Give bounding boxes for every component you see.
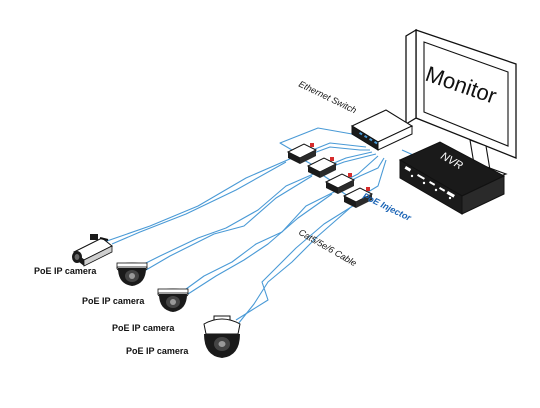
dome-camera-icon bbox=[157, 288, 189, 312]
cable-camera-4-b bbox=[237, 207, 351, 325]
cable-camera-1 bbox=[103, 157, 293, 243]
cables bbox=[103, 127, 431, 325]
ptz-dome-camera-icon bbox=[203, 315, 241, 358]
ethernet-switch-label: Ethernet Switch bbox=[297, 79, 358, 116]
poe-injector-label: PoE Injector bbox=[361, 191, 413, 223]
poe-injector-icon bbox=[324, 173, 356, 194]
ethernet-switch-icon bbox=[350, 109, 414, 151]
cable-camera-2 bbox=[139, 171, 319, 267]
camera-1-label: PoE IP camera bbox=[34, 266, 97, 276]
poe-injector-icon bbox=[342, 187, 374, 208]
cable-camera-2-b bbox=[145, 175, 313, 271]
dome-camera-icon bbox=[116, 262, 148, 286]
nvr-recorder-icon bbox=[398, 141, 506, 215]
cable-camera-1-b bbox=[111, 161, 287, 245]
bullet-camera-icon bbox=[72, 234, 113, 267]
camera-3-label: PoE IP camera bbox=[112, 323, 175, 333]
poe-injector-icon bbox=[306, 157, 338, 178]
cable-camera-4 bbox=[235, 203, 357, 321]
camera-4-label: PoE IP camera bbox=[126, 346, 189, 356]
cable-camera-3 bbox=[181, 189, 339, 293]
poe-injector-icon bbox=[286, 143, 318, 164]
cable-camera-3-b bbox=[187, 193, 333, 295]
camera-2-label: PoE IP camera bbox=[82, 296, 145, 306]
